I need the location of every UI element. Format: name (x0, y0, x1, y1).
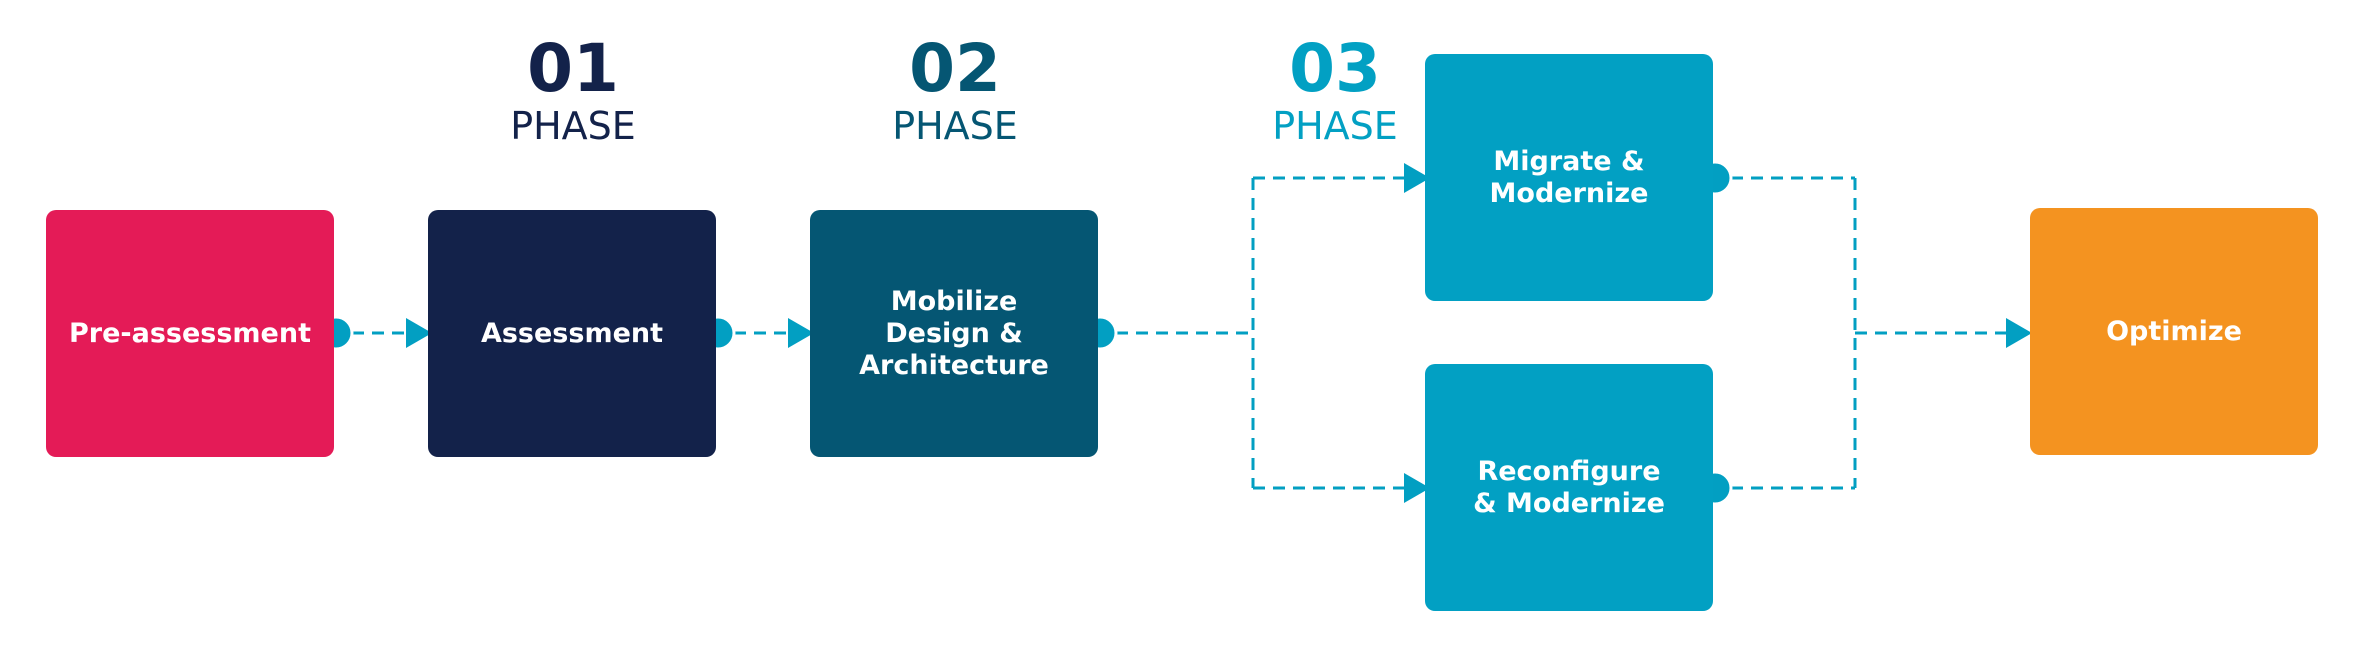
step-migrate-label: Migrate & Modernize (1489, 145, 1649, 209)
phase-label-2: PHASE (892, 104, 1018, 148)
arrow-to-mobilize-icon (788, 318, 814, 348)
arrow-to-migrate-icon (1404, 163, 1430, 193)
step-reconfigure: Reconfigure & Modernize (1425, 364, 1713, 611)
step-pre-assessment: Pre-assessment (46, 210, 334, 457)
phase-number-2: 02 (909, 30, 1001, 107)
arrow-to-optimize-icon (2006, 318, 2032, 348)
phase-label-1: PHASE (510, 104, 636, 148)
phase-number-3: 03 (1289, 30, 1381, 107)
step-reconfigure-label: Reconfigure & Modernize (1473, 455, 1665, 519)
step-mobilize: Mobilize Design & Architecture (810, 210, 1098, 457)
step-assessment-label: Assessment (480, 317, 664, 349)
step-mobilize-label: Mobilize Design & Architecture (859, 285, 1049, 381)
step-optimize-label: Optimize (2106, 315, 2242, 347)
step-migrate: Migrate & Modernize (1425, 54, 1713, 301)
phase-number-1: 01 (527, 30, 619, 107)
step-pre-assessment-label: Pre-assessment (68, 317, 311, 349)
step-assessment: Assessment (428, 210, 716, 457)
step-optimize: Optimize (2030, 208, 2318, 455)
arrow-to-reconfigure-icon (1404, 473, 1430, 503)
phase-label-3: PHASE (1272, 104, 1398, 148)
arrow-to-assessment-icon (406, 318, 432, 348)
